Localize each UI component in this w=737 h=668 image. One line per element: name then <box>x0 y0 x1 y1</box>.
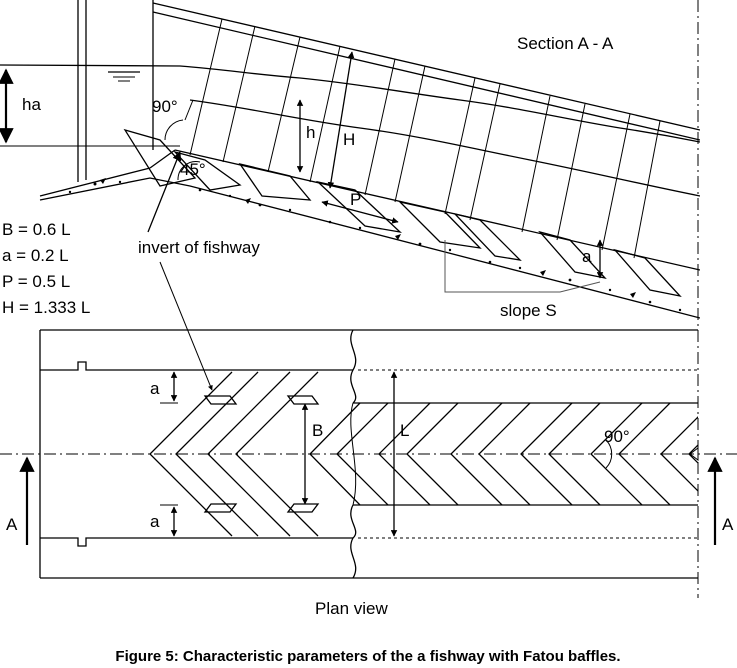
angle-90-plan-label: 90° <box>604 427 630 446</box>
H-label: H <box>343 130 355 149</box>
h-label: h <box>306 123 315 142</box>
param-a: a = 0.2 L <box>2 246 69 265</box>
plan-view <box>0 329 737 579</box>
a-plan-bottom-label: a <box>150 512 160 531</box>
param-H: H = 1.333 L <box>2 298 90 317</box>
param-B: B = 0.6 L <box>2 220 71 239</box>
slope-label: slope S <box>500 301 557 320</box>
angle-45-label: 45° <box>180 160 206 179</box>
L-label: L <box>400 421 409 440</box>
A-right-label: A <box>722 515 734 534</box>
figure-caption: Figure 5: Characteristic parameters of t… <box>115 648 620 665</box>
vertical-boards <box>189 18 661 259</box>
angle-90-section-label: 90° <box>152 97 178 116</box>
section-view <box>0 0 700 319</box>
B-label: B <box>312 421 323 440</box>
ha-label: ha <box>22 95 41 114</box>
plan-title: Plan view <box>315 599 388 618</box>
a-section-label: a <box>582 247 592 266</box>
concrete-hatch <box>68 178 682 312</box>
a-plan-top-label: a <box>150 379 160 398</box>
P-label: P <box>350 190 361 209</box>
param-P: P = 0.5 L <box>2 272 70 291</box>
invert-label: invert of fishway <box>138 238 260 257</box>
A-left-label: A <box>6 515 18 534</box>
section-title: Section A - A <box>517 34 614 53</box>
parameter-list: B = 0.6 L a = 0.2 L P = 0.5 L H = 1.333 … <box>2 220 90 317</box>
section-baffles <box>123 128 682 298</box>
